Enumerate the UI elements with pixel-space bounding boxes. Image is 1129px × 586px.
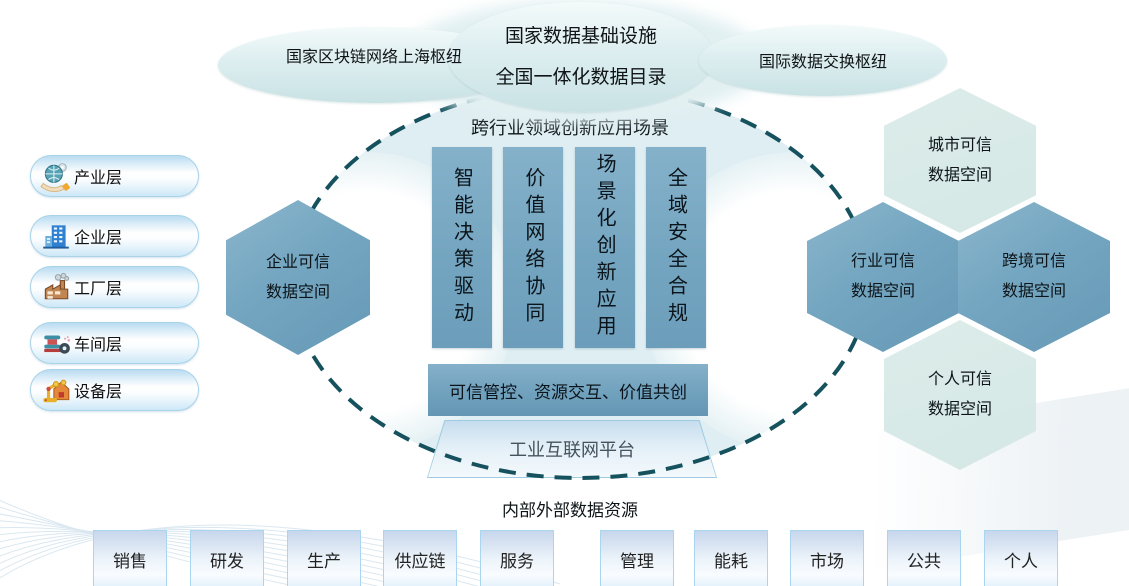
- pillar-security-compliance: 全域安全合规: [645, 147, 706, 348]
- pillar-label: 全域安全合规: [664, 166, 687, 329]
- resource-box-production: 生产: [287, 530, 361, 586]
- data-resources-title: 内部外部数据资源: [502, 501, 638, 520]
- layer-pill-equipment: 设备层: [30, 369, 199, 411]
- pillar-scenario-innovation: 场景化创新应用: [574, 147, 635, 348]
- hexagon-label-line1: 企业可信: [265, 253, 330, 271]
- cloud-national-infrastructure: [448, 2, 714, 112]
- factory-icon: [44, 272, 70, 300]
- resource-box-sales: 销售: [93, 530, 167, 586]
- layer-pill-workshop: 车间层: [30, 322, 199, 364]
- hexagon-label-line2: 数据空间: [927, 401, 992, 418]
- hexagon-label-line1: 城市可信: [927, 136, 992, 154]
- resource-box-service: 服务: [480, 530, 554, 586]
- resource-box-rnd: 研发: [190, 530, 264, 586]
- hexagon-label-line2: 数据空间: [1001, 283, 1066, 300]
- layer-pill-label: 企业层: [74, 230, 123, 247]
- globe-hand-icon: [40, 163, 70, 192]
- pillar-label: 场景化创新应用: [593, 153, 616, 342]
- layer-pill-label: 产业层: [74, 170, 123, 187]
- pillar-intelligent-decision: 智能决策驱动: [432, 147, 492, 348]
- hexagon-label-line2: 数据空间: [927, 166, 992, 184]
- resource-box-energy: 能耗: [694, 530, 768, 586]
- layer-pill-label: 工厂层: [74, 281, 123, 298]
- resource-box-management: 管理: [600, 530, 674, 586]
- layer-pill-factory: 工厂层: [30, 266, 199, 308]
- national-data-infrastructure-label: 国家数据基础设施: [504, 26, 657, 47]
- hexagon-label-line2: 数据空间: [265, 283, 330, 301]
- layer-pill-label: 设备层: [74, 384, 123, 401]
- hexagon-crossborder-data-space: 跨境可信 数据空间: [958, 202, 1110, 352]
- pillar-label: 智能决策驱动: [450, 166, 473, 329]
- hexagon-label-line1: 行业可信: [850, 253, 915, 270]
- layer-pill-label: 车间层: [74, 337, 123, 354]
- hexagon-label-line2: 数据空间: [850, 283, 915, 300]
- dashed-boundary-ellipse: [290, 84, 870, 480]
- cross-industry-scenarios-title: 跨行业领域创新应用场景: [471, 118, 669, 138]
- robot-arm-icon: [43, 379, 70, 403]
- layer-pill-enterprise: 企业层: [30, 215, 199, 257]
- trust-governance-bar: 可信管控、资源交互、价值共创: [428, 364, 708, 416]
- international-exchange-label: 国际数据交换枢纽: [758, 54, 887, 71]
- resource-box-supplychain: 供应链: [383, 530, 457, 586]
- pillar-label: 价值网络协同: [521, 166, 544, 329]
- layer-pill-industry: 产业层: [30, 155, 199, 197]
- blockchain-hub-label: 国家区块链网络上海枢纽: [285, 49, 462, 66]
- workshop-machine-icon: [44, 335, 71, 354]
- resource-box-market: 市场: [790, 530, 864, 586]
- hexagon-label-line1: 个人可信: [927, 371, 992, 388]
- building-icon: [43, 225, 69, 249]
- resource-box-personal: 个人: [984, 530, 1058, 586]
- resource-box-public: 公共: [887, 530, 961, 586]
- national-catalog-label: 全国一体化数据目录: [495, 67, 667, 88]
- hexagon-label-line1: 跨境可信: [1001, 253, 1066, 270]
- pillar-group: 智能决策驱动 价值网络协同 场景化创新应用 全域安全合规: [432, 147, 706, 348]
- pillar-value-network: 价值网络协同: [503, 147, 564, 348]
- cloud-international-exchange: [699, 25, 947, 96]
